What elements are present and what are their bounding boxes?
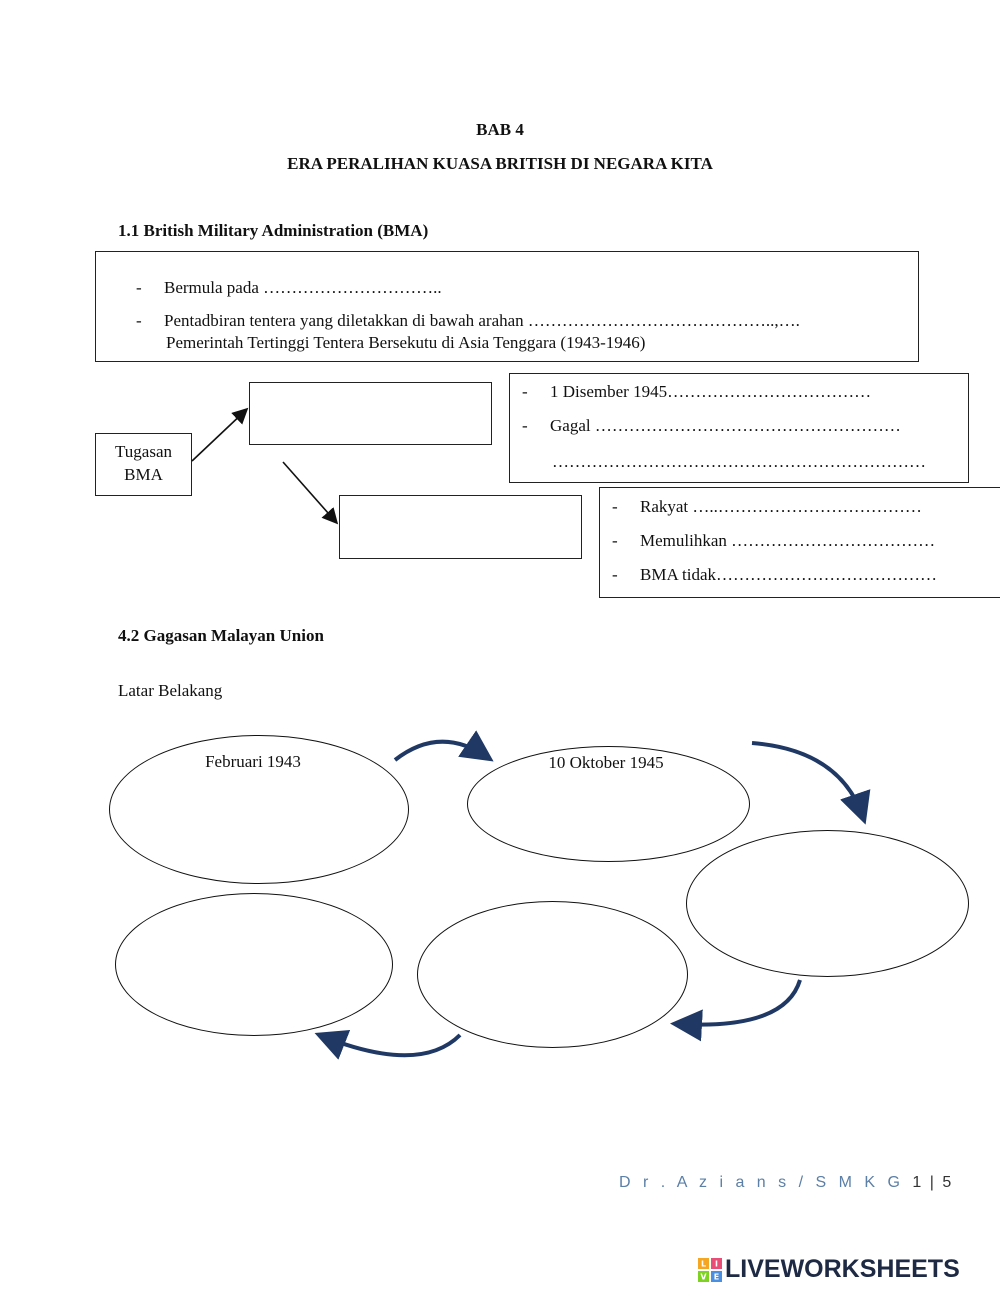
bma-bullet-2[interactable]: -Pentadbiran tentera yang diletakkan di … bbox=[136, 311, 800, 330]
chapter-number: BAB 4 bbox=[476, 120, 524, 139]
svg-text:E: E bbox=[714, 1273, 719, 1282]
liveworksheets-brand[interactable]: LIVEWORKSHEETS bbox=[725, 1255, 960, 1283]
bma-intro-box: -Bermula pada ………………………….. -Pentadbiran … bbox=[95, 251, 919, 362]
ellipse-5[interactable] bbox=[115, 893, 393, 1036]
task1-detail-box: -1 Disember 1945……………………………… -Gagal …………… bbox=[509, 373, 969, 483]
ellipse-3[interactable] bbox=[686, 830, 969, 977]
task2-detail-line-1[interactable]: -Rakyat …..……………………………… bbox=[612, 497, 922, 516]
task1-detail-line-1[interactable]: -1 Disember 1945……………………………… bbox=[522, 382, 872, 401]
liveworksheets-logo-icon: L I V E bbox=[698, 1258, 722, 1282]
task1-detail-line-1-text: 1 Disember 1945……………………………… bbox=[550, 382, 872, 401]
ellipse-okt-1945[interactable]: 10 Oktober 1945 bbox=[467, 746, 750, 862]
task1-detail-line-2[interactable]: -Gagal ……………………………………………… bbox=[522, 416, 901, 435]
curved-arrow-4 bbox=[314, 1030, 462, 1060]
task-answer-box-1[interactable] bbox=[249, 382, 492, 445]
section2-heading: 4.2 Gagasan Malayan Union bbox=[118, 626, 324, 645]
task1-detail-line-3[interactable]: ………………………………………………………… bbox=[552, 452, 926, 471]
task-answer-box-2[interactable] bbox=[339, 495, 582, 559]
chapter-title: ERA PERALIHAN KUASA BRITISH DI NEGARA KI… bbox=[287, 154, 713, 173]
bma-bullet-2-cont: Pemerintah Tertinggi Tentera Bersekutu d… bbox=[166, 333, 646, 352]
bma-bullet-1-text: Bermula pada ………………………….. bbox=[164, 278, 442, 297]
task2-detail-box: -Rakyat …..……………………………… -Memulihkan …………… bbox=[599, 487, 1000, 598]
footer-author: D r . A z i a n s / S M K G bbox=[619, 1174, 904, 1191]
task2-detail-line-2[interactable]: -Memulihkan ……………………………… bbox=[612, 531, 936, 550]
page-footer: D r . A z i a n s / S M K G 1 | 5 bbox=[619, 1174, 953, 1192]
svg-text:I: I bbox=[715, 1260, 718, 1269]
ellipse-feb-1943[interactable]: Februari 1943 bbox=[109, 735, 409, 884]
bma-bullet-1[interactable]: -Bermula pada ………………………….. bbox=[136, 278, 442, 297]
latar-belakang-label: Latar Belakang bbox=[118, 681, 223, 700]
task2-detail-line-3-text: BMA tidak………………………………… bbox=[640, 565, 938, 584]
curved-arrow-2 bbox=[751, 741, 871, 825]
task2-detail-line-2-text: Memulihkan ……………………………… bbox=[640, 531, 936, 550]
ellipse-2-label: 10 Oktober 1945 bbox=[548, 753, 664, 772]
arrow-to-task-1 bbox=[191, 407, 249, 462]
svg-text:L: L bbox=[701, 1260, 706, 1269]
bma-bullet-2-text: Pentadbiran tentera yang diletakkan di b… bbox=[164, 311, 800, 330]
tugasan-bma-box: Tugasan BMA bbox=[95, 433, 192, 496]
footer-page: 1 | 5 bbox=[912, 1174, 954, 1191]
curved-arrow-1 bbox=[393, 730, 494, 762]
section1-heading: 1.1 British Military Administration (BMA… bbox=[118, 221, 429, 240]
task1-detail-line-2-text: Gagal ……………………………………………… bbox=[550, 416, 901, 435]
arrow-to-task-2 bbox=[282, 461, 339, 525]
ellipse-4[interactable] bbox=[417, 901, 688, 1048]
task2-detail-line-1-text: Rakyat …..……………………………… bbox=[640, 497, 922, 516]
tugasan-label: Tugasan bbox=[115, 442, 172, 461]
bma-label: BMA bbox=[124, 465, 163, 484]
curved-arrow-3 bbox=[670, 979, 802, 1042]
task2-detail-line-3[interactable]: -BMA tidak………………………………… bbox=[612, 565, 938, 584]
ellipse-1-label: Februari 1943 bbox=[205, 752, 301, 771]
svg-text:V: V bbox=[700, 1273, 707, 1282]
